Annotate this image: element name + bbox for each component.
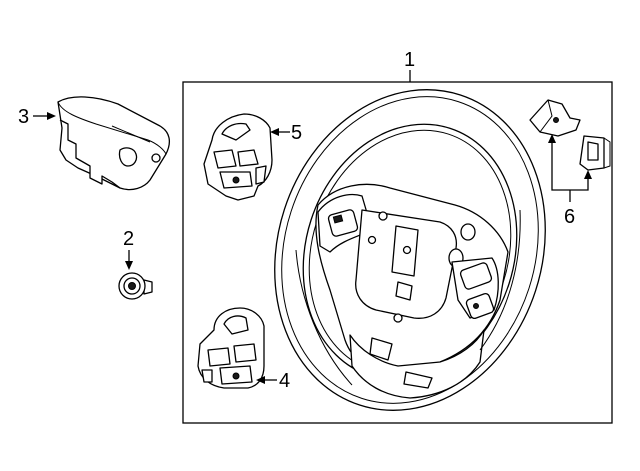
switch-module-right-icon [203,113,273,201]
bracket-clips-icon [529,99,611,171]
arrow-4 [256,376,265,384]
callout-6: 6 [564,206,575,228]
callout-4: 4 [279,370,290,392]
callout-2: 2 [123,228,134,250]
arrow-5 [270,128,279,136]
arrow-6a [548,134,556,143]
steering-wheel-icon [274,89,546,411]
arrow-3 [47,112,56,120]
callout-1: 1 [404,49,415,71]
air-bag-cover-icon [57,96,171,191]
switch-module-left-icon [197,307,265,389]
callout-3: 3 [18,106,29,128]
arrow-6b [584,170,592,179]
callout-5: 5 [291,122,302,144]
assembly-frame [182,81,613,424]
bolt-icon [118,272,153,300]
arrow-2 [125,261,133,270]
